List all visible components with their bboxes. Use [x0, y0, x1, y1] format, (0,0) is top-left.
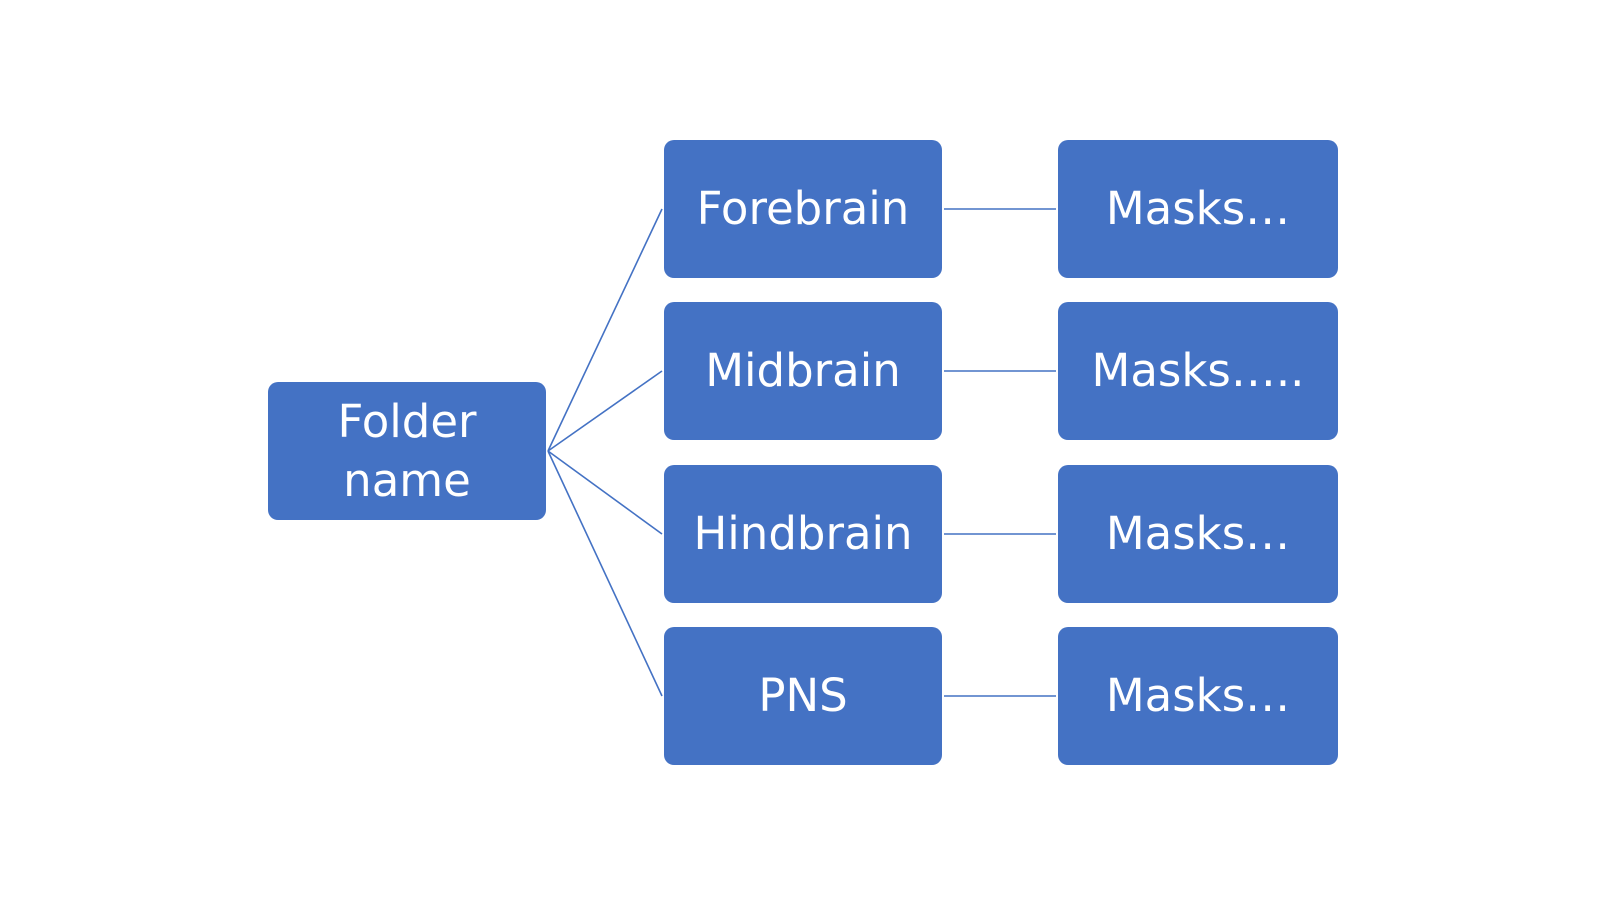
leaf-node-label: Masks…	[1105, 669, 1291, 723]
root-node-label: Folder name	[337, 392, 476, 511]
connector-root-pns	[547, 450, 663, 697]
leaf-node-label: Masks…..	[1091, 344, 1305, 398]
leaf-node-label: Masks…	[1105, 507, 1291, 561]
branch-node-label: Forebrain	[696, 182, 910, 236]
connector-root-hindbrain	[547, 450, 663, 535]
branch-node-label: Hindbrain	[693, 507, 913, 561]
root-node-label-line-1: Folder	[337, 394, 477, 448]
leaf-node-forebrain-masks: Masks…	[1058, 140, 1338, 278]
branch-node-label: PNS	[758, 669, 848, 723]
leaf-node-midbrain-masks: Masks…..	[1058, 302, 1338, 440]
connector-root-midbrain	[547, 370, 663, 452]
branch-node-pns: PNS	[664, 627, 942, 765]
root-node-folder-name: Folder name	[268, 382, 546, 520]
branch-node-label: Midbrain	[705, 344, 901, 398]
root-node-label-line-2: name	[343, 454, 471, 507]
leaf-node-pns-masks: Masks…	[1058, 627, 1338, 765]
branch-node-midbrain: Midbrain	[664, 302, 942, 440]
leaf-node-hindbrain-masks: Masks…	[1058, 465, 1338, 603]
branch-node-forebrain: Forebrain	[664, 140, 942, 278]
branch-node-hindbrain: Hindbrain	[664, 465, 942, 603]
connector-root-forebrain	[547, 208, 663, 452]
leaf-node-label: Masks…	[1105, 182, 1291, 236]
